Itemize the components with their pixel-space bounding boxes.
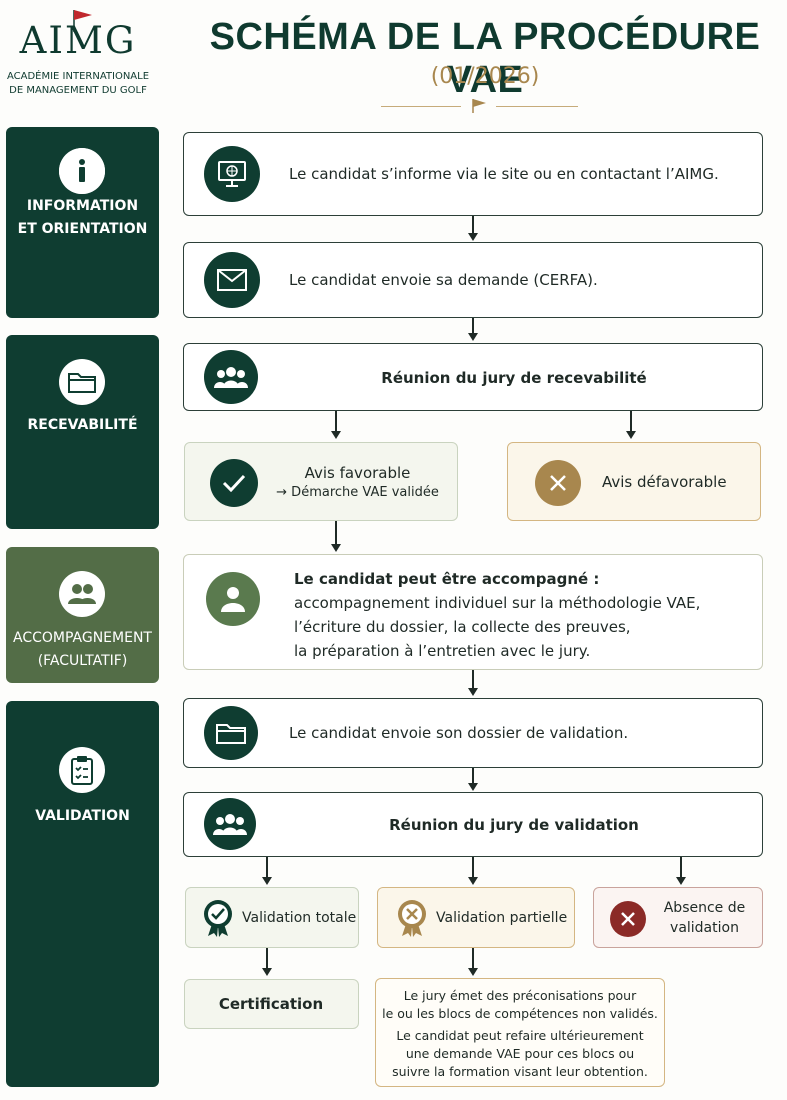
folder-icon (204, 706, 258, 760)
arrow-head (331, 431, 341, 439)
arrow-head (468, 688, 478, 696)
arrow-head (676, 877, 686, 885)
arrow (472, 670, 474, 689)
arrow-head (468, 968, 478, 976)
step-text: Validation partielle (436, 910, 568, 926)
arrow-head (468, 233, 478, 241)
step-jury-recevabilite: Réunion du jury de recevabilité (183, 343, 763, 411)
step-text: Absence de validation (663, 900, 746, 936)
step-demande: Le candidat envoie sa demande (CERFA). (183, 242, 763, 318)
users-icon (59, 571, 105, 617)
folder-icon (59, 359, 105, 405)
info-icon (59, 148, 105, 194)
step-text: Le candidat envoie son dossier de valida… (289, 724, 629, 742)
logo (8, 4, 148, 104)
divider-right (496, 106, 578, 107)
step-absence-validation: Absence de validation (593, 887, 763, 948)
step-accompagnement: Le candidat peut être accompagné : accom… (183, 554, 763, 670)
arrow (472, 768, 474, 784)
section-validation: VALIDATION (6, 701, 159, 1087)
group-icon (204, 350, 258, 404)
section-label: RECEVABILITÉ (27, 417, 138, 433)
clipboard-icon (59, 747, 105, 793)
arrow-head (468, 783, 478, 791)
divider-left (381, 106, 461, 107)
step-text: Réunion du jury de recevabilité (381, 369, 647, 387)
computer-icon (204, 146, 260, 202)
step-validation-partielle: Validation partielle (377, 887, 575, 948)
badge-cross-icon (392, 898, 432, 938)
arrow (680, 857, 682, 878)
arrow-head (468, 877, 478, 885)
step-avis-defavorable: Avis défavorable (507, 442, 761, 521)
section-accompagnement: ACCOMPAGNEMENT (FACULTATIF) (6, 547, 159, 683)
arrow-head (626, 431, 636, 439)
arrow (630, 411, 632, 432)
section-information: INFORMATION ET ORIENTATION (6, 127, 159, 318)
step-text: Le candidat envoie sa demande (CERFA). (289, 271, 598, 289)
logo-subtitle: ACADÉMIE INTERNATIONALE DE MANAGEMENT DU… (6, 71, 150, 96)
arrow-head (262, 968, 272, 976)
arrow (335, 521, 337, 545)
logo-text: AIMG (19, 19, 137, 62)
flag-icon (73, 10, 92, 32)
cross-icon (610, 901, 646, 937)
step-text: Avis favorable → Démarche VAE validée (276, 464, 439, 500)
section-recevabilite: RECEVABILITÉ (6, 335, 159, 529)
step-text: Avis défavorable (602, 473, 727, 491)
step-preconisations: Le jury émet des préconisations pour le … (375, 978, 665, 1087)
arrow-head (468, 333, 478, 341)
badge-check-icon (198, 898, 238, 938)
arrow (472, 318, 474, 334)
arrow (472, 948, 474, 969)
page-subtitle: (01/2026) (430, 64, 540, 89)
arrow (472, 857, 474, 878)
step-text: Réunion du jury de validation (389, 816, 639, 834)
step-inform: Le candidat s’informe via le site ou en … (183, 132, 763, 216)
group-icon (204, 798, 256, 850)
cross-icon (535, 460, 581, 506)
arrow (266, 948, 268, 969)
step-jury-validation: Réunion du jury de validation (183, 792, 763, 857)
arrow (472, 216, 474, 234)
page-title: SCHÉMA DE LA PROCÉDURE VAE (209, 16, 761, 101)
flag-icon (472, 99, 486, 113)
section-label: INFORMATION ET ORIENTATION (17, 198, 148, 237)
section-label: VALIDATION (35, 808, 130, 824)
arrow-head (331, 544, 341, 552)
arrow (335, 411, 337, 432)
step-text: Le candidat s’informe via le site ou en … (289, 165, 719, 183)
step-dossier: Le candidat envoie son dossier de valida… (183, 698, 763, 768)
step-text: Validation totale (242, 910, 357, 926)
step-text: Certification (218, 995, 324, 1013)
section-label: ACCOMPAGNEMENT (FACULTATIF) (13, 630, 152, 669)
step-certification: Certification (184, 979, 359, 1029)
check-icon (210, 459, 258, 507)
step-text: Le jury émet des préconisations pour le … (382, 988, 658, 1079)
step-avis-favorable: Avis favorable → Démarche VAE validée (184, 442, 458, 521)
step-validation-totale: Validation totale (185, 887, 359, 948)
arrow (266, 857, 268, 878)
person-icon (206, 572, 260, 626)
arrow-head (262, 877, 272, 885)
envelope-icon (204, 252, 260, 308)
step-text: Le candidat peut être accompagné : accom… (294, 570, 701, 660)
